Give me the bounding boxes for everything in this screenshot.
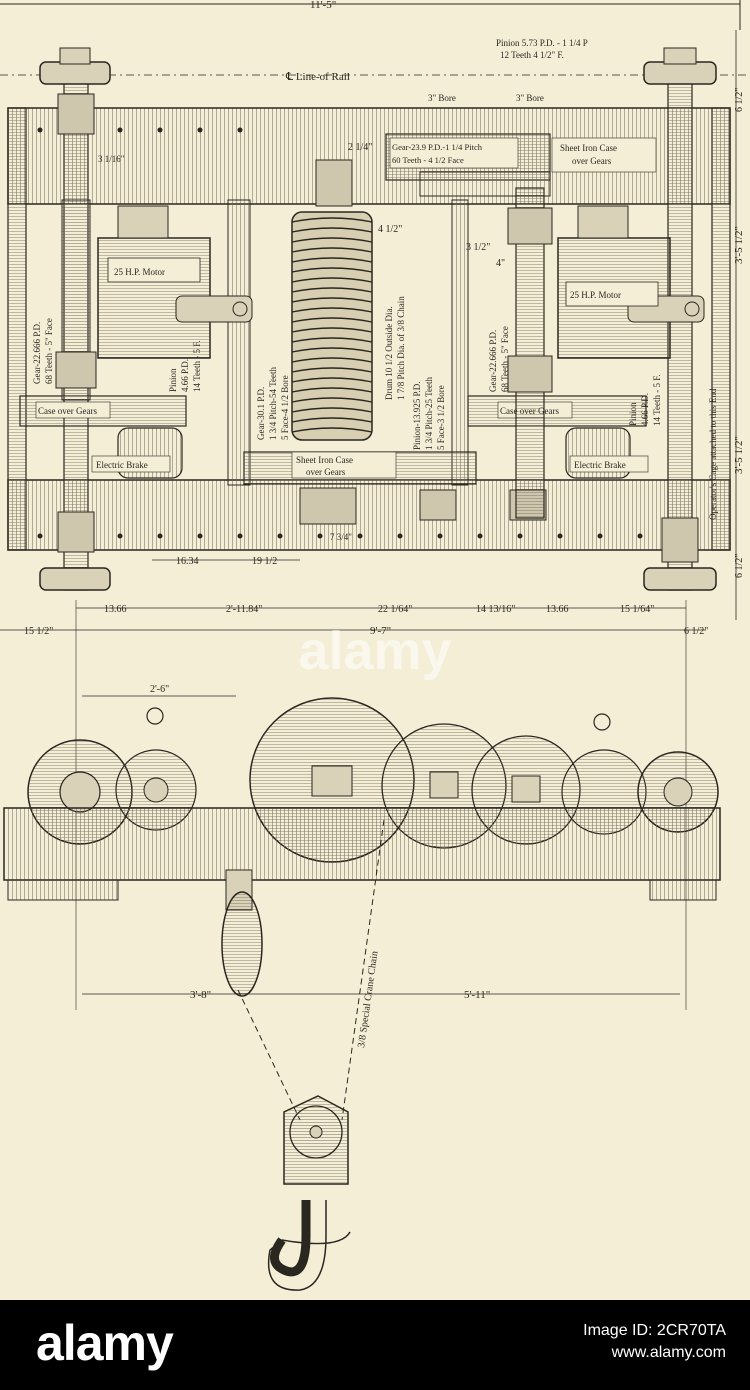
dim-22: 22 1/64": [378, 604, 412, 615]
rail-centerline: ℄ Line-of Rail Pinion 5.73 P.D. - 1 1/4 …: [0, 38, 750, 103]
hoist-drum: 4 1/2" 2 1/4": [291, 142, 402, 441]
alamy-logo[interactable]: alamy: [36, 1315, 174, 1371]
pinion-right-note-2: 4.66 P.D.: [640, 393, 650, 426]
drum-side-label: 4 1/2": [378, 224, 402, 235]
top-small-label: 2 1/4": [348, 142, 372, 153]
gear-left-note-2: 68 Teeth - 5" Face: [44, 318, 54, 384]
pinion-left-note-2: 4.66 P.D.: [180, 359, 190, 392]
pinion-left-note-3: 14 Teeth - 5 F.: [192, 340, 202, 392]
gear-right-note-1: Gear-22.666 P.D.: [488, 330, 498, 392]
drum-note-2: 1 7/8 Pitch Dia. of 3/8 Chain: [396, 296, 406, 400]
dim-5-11: 5'-11": [464, 989, 490, 1001]
case-left-label: Case over Gears: [38, 406, 97, 416]
overall-width-dimension: 11'-5": [0, 0, 741, 30]
pinion-left-note-1: Pinion: [168, 368, 178, 392]
gear-right-note-2: 68 Teeth - 5" Face: [500, 326, 510, 392]
pinion-right-note-3: 14 Teeth - 5 F.: [652, 374, 662, 426]
dim-13-66-left: 13.66: [104, 604, 127, 615]
motor-left-label: 25 H.P. Motor: [114, 267, 165, 277]
operator-cage-note: Operator's Cage attached to this End: [708, 388, 718, 520]
bottom-small-label: 7 3/4": [330, 532, 352, 542]
sheet-iron-top-2: over Gears: [572, 156, 612, 166]
pinion-center-note-3: 5 Face-3 1/2 Bore: [436, 385, 446, 450]
right-motor: 25 H.P. Motor: [557, 205, 705, 359]
gear-side-label: 3 1/2": [466, 242, 490, 253]
motor-right-label: 25 H.P. Motor: [570, 290, 621, 300]
crane-trolley-drawing: 11'-5" ℄ Line-of Rail Pinion 5.73 P.D. -…: [0, 0, 750, 1291]
sheet-iron-bottom-1: Sheet Iron Case: [296, 455, 353, 465]
rotated-notes: Gear-22.666 P.D. 68 Teeth - 5" Face Pini…: [32, 296, 662, 450]
dim-6-half: 6 1/2": [684, 626, 708, 637]
right-wheel-assembly: [643, 47, 717, 591]
right-side-dimensions: 6 1/2" 3'-5 1/2" 3'-5 1/2" 6 1/2" Operat…: [708, 30, 745, 620]
bore-left-label: 3" Bore: [428, 93, 456, 103]
gear-top-note-1: Gear-23.9 P.D.-1 1/4 Pitch: [392, 142, 483, 152]
sheet-iron-bottom-2: over Gears: [306, 467, 346, 477]
brake-right-label: Electric Brake: [574, 460, 626, 470]
brake-left-label: Electric Brake: [96, 460, 148, 470]
site-url[interactable]: www.alamy.com: [611, 1344, 726, 1361]
image-id: Image ID: 2CR70TA: [583, 1322, 726, 1339]
overall-width-label: 11'-5": [310, 0, 336, 11]
image-id-block: Image ID: 2CR70TA www.alamy.com: [583, 1320, 726, 1364]
pinion-top-note-1: Pinion 5.73 P.D. - 1 1/4 P: [496, 38, 588, 48]
dim-9-7: 9'-7": [370, 625, 391, 637]
gear-left-note-1: Gear-22.666 P.D.: [32, 322, 42, 384]
top-gear-case: Gear-23.9 P.D.-1 1/4 Pitch 60 Teeth - 4 …: [315, 133, 657, 207]
dim-15-half: 15 1/2": [24, 626, 53, 637]
frame-rivets: [37, 127, 643, 539]
gear-cases: Case over Gears Electric Brake Case over…: [19, 395, 649, 479]
right-top-dim: 6 1/2": [734, 88, 745, 112]
sheet-iron-top-1: Sheet Iron Case: [560, 143, 617, 153]
dim-15-64: 15 1/64": [620, 604, 654, 615]
plan-dimension-rows: 16.34 19 1/2 13.66 2'-11.84" 22 1/64" 14…: [0, 556, 708, 1010]
dim-16-34: 16.34: [176, 556, 199, 567]
shaft-left-label: 3 1/16": [98, 154, 125, 164]
drawing-stage: 11'-5" ℄ Line-of Rail Pinion 5.73 P.D. -…: [0, 0, 750, 1291]
chain-note: 3/8 Special Crane Chain: [356, 950, 380, 1048]
dim-13-66-right: 13.66: [546, 604, 569, 615]
gear-center-note-3: 5 Face-4 1/2 Bore: [280, 375, 290, 440]
pinion-center-note-1: Pinion-13.925 P.D.: [412, 381, 422, 450]
pinion-center-note-2: 1 3/4 Pitch-25 Teeth: [424, 377, 434, 450]
drum-note-1: Drum 10 1/2 Outside Dia.: [384, 306, 394, 400]
right-gear-shaft: 3 1/2" 4": [55, 187, 553, 519]
dim-3-8: 3'-8": [190, 989, 211, 1001]
rail-centerline-label: ℄ Line-of Rail: [285, 71, 350, 83]
pinion-top-note-2: 12 Teeth 4 1/2" F.: [500, 50, 564, 60]
gear-top-note-2: 60 Teeth - 4 1/2 Face: [392, 155, 464, 165]
gear-center-note-1: Gear-30.1 P.D.: [256, 387, 266, 440]
gear-center-note-2: 1 3/4 Pitch-54 Teeth: [268, 367, 278, 440]
dim-2-11-84: 2'-11.84": [226, 604, 262, 615]
right-upper-dim: 3'-5 1/2": [733, 226, 745, 264]
left-motor: 25 H.P. Motor: [97, 205, 253, 359]
dim-19-half: 19 1/2: [252, 556, 277, 567]
right-lower-dim: 3'-5 1/2": [733, 436, 745, 474]
small-gap-label: 4": [496, 258, 505, 269]
right-bottom-dim: 6 1/2": [734, 554, 745, 578]
elevation-view: 2'-6" 3'-8" 5'-11" 3/8 Special Crane Cha…: [3, 684, 721, 1291]
dim-14: 14 13/16": [476, 604, 515, 615]
trolley-frame: [7, 107, 731, 551]
bore-right-label: 3" Bore: [516, 93, 544, 103]
dim-2-6: 2'-6": [150, 684, 169, 695]
pinion-right-note-1: Pinion: [628, 402, 638, 426]
footer-bar: alamy Image ID: 2CR70TA www.alamy.com: [0, 1300, 750, 1390]
